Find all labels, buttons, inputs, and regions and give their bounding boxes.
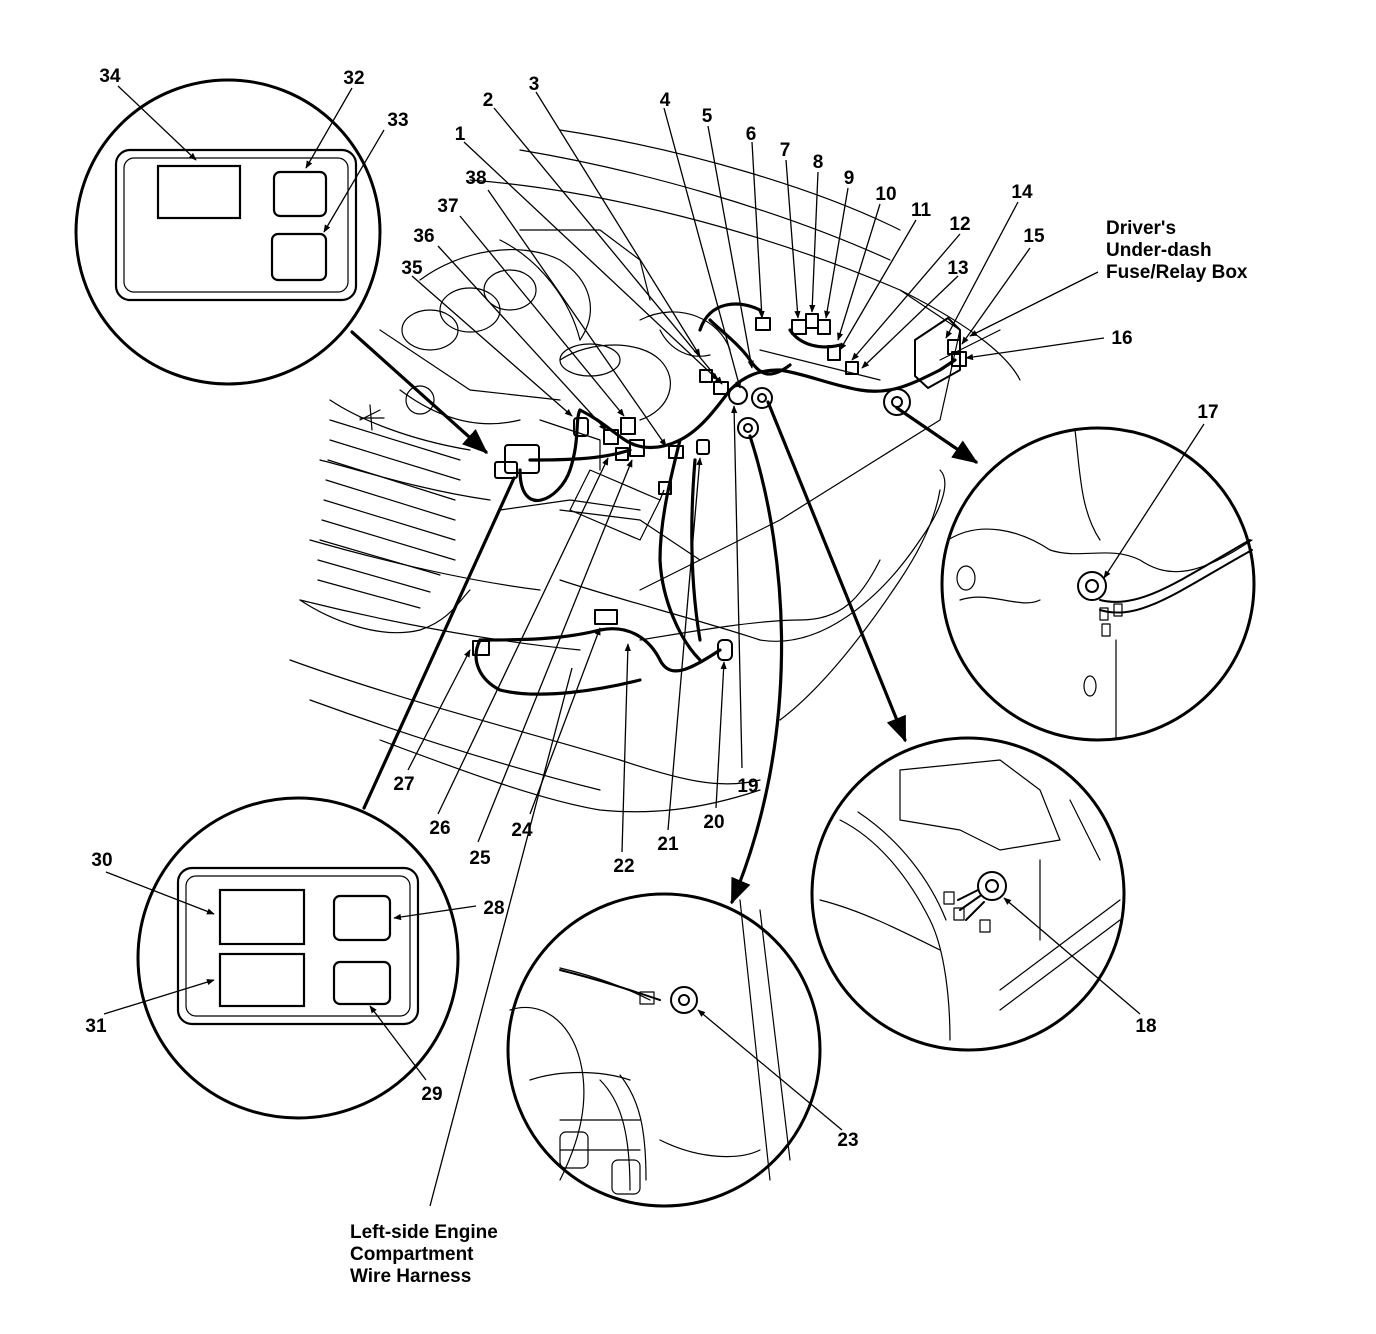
callout-14: 14 (1011, 182, 1033, 203)
detail-bubble-ground-23 (506, 892, 822, 1208)
callout-1: 1 (455, 124, 466, 145)
callout-28: 28 (483, 898, 504, 919)
callout-36: 36 (413, 226, 434, 247)
grille-lines (317, 419, 461, 609)
callout-11: 11 (911, 200, 932, 221)
callout-6: 6 (746, 124, 757, 145)
detail-bubble-ground-18 (810, 736, 1126, 1052)
callout-8: 8 (813, 152, 824, 173)
callout-7: 7 (780, 140, 791, 161)
fuse-box-label-line-2: Under-dash (1106, 240, 1212, 261)
connector-main-fuse (504, 444, 540, 474)
label-wire-harness: Left-side Engine Compartment Wire Harnes… (350, 1222, 498, 1287)
relay-30 (218, 888, 306, 946)
connectors (472, 313, 967, 661)
callout-34: 34 (99, 66, 121, 87)
callout-38: 38 (465, 168, 486, 189)
callout-31: 31 (85, 1016, 107, 1037)
harness-label-line-2: Compartment (350, 1244, 474, 1265)
callout-29: 29 (421, 1084, 442, 1105)
callout-2: 2 (483, 90, 494, 111)
callout-18: 18 (1135, 1016, 1156, 1037)
relay-34 (156, 164, 242, 220)
harness-label-line-3: Wire Harness (350, 1266, 471, 1287)
callout-numbers: 1 2 3 4 5 6 7 8 9 10 11 12 13 14 15 16 1… (85, 66, 1218, 1151)
relay-33 (270, 232, 328, 282)
wire-harness (474, 302, 957, 696)
harness-label-line-1: Left-side Engine (350, 1222, 498, 1243)
fuse-box-label-line-3: Fuse/Relay Box (1106, 262, 1248, 283)
label-fuse-relay-box: Driver's Under-dash Fuse/Relay Box (1106, 218, 1248, 283)
callout-24: 24 (511, 820, 533, 841)
callout-3: 3 (529, 74, 540, 95)
relay-32 (272, 170, 328, 218)
detail-bubble-ground-17 (940, 426, 1256, 742)
relay-29 (332, 960, 392, 1006)
detail-bubble-relay-box-bottom (136, 796, 460, 1120)
callout-32: 32 (343, 68, 364, 89)
callout-4: 4 (660, 90, 671, 111)
relay-28 (332, 894, 392, 942)
callout-12: 12 (949, 214, 970, 235)
callout-33: 33 (387, 110, 408, 131)
fuse-box-label-line-1: Driver's (1106, 218, 1176, 239)
callout-9: 9 (844, 168, 855, 189)
leader-lines (103, 85, 1205, 1207)
callout-30: 30 (91, 850, 112, 871)
callout-5: 5 (702, 106, 713, 127)
callout-26: 26 (429, 818, 450, 839)
callout-23: 23 (837, 1130, 858, 1151)
callout-15: 15 (1023, 226, 1045, 247)
relay-31 (218, 952, 306, 1008)
detail-links (350, 330, 979, 905)
callout-21: 21 (657, 834, 679, 855)
callout-10: 10 (875, 184, 896, 205)
callout-22: 22 (613, 856, 634, 877)
engine-bay-sketch (289, 129, 1021, 813)
callout-25: 25 (469, 848, 491, 869)
callout-13: 13 (947, 258, 968, 279)
detail-bubble-relay-box-top (74, 78, 382, 386)
callout-27: 27 (393, 774, 414, 795)
callout-19: 19 (737, 776, 758, 797)
callout-37: 37 (437, 196, 458, 217)
callout-16: 16 (1111, 328, 1132, 349)
callout-17: 17 (1197, 402, 1218, 423)
callout-20: 20 (703, 812, 724, 833)
callout-35: 35 (401, 258, 423, 279)
